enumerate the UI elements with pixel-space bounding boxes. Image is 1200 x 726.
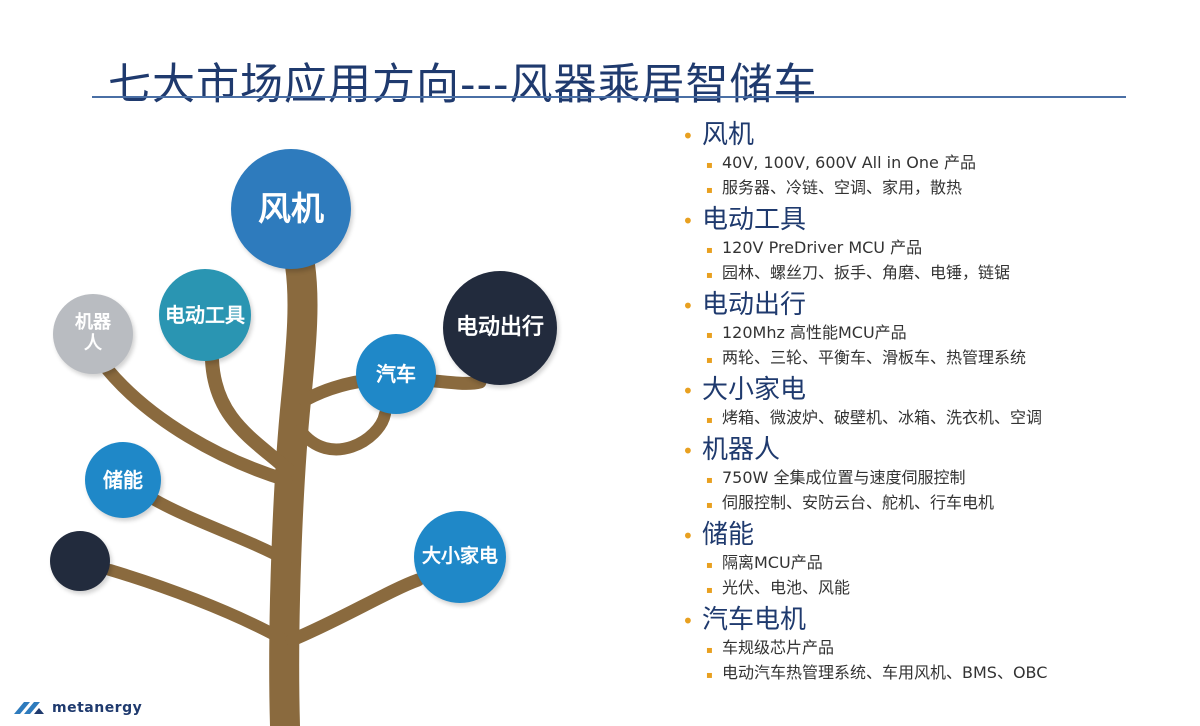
sub-bullet-icon: ▪	[706, 330, 713, 341]
page-title: 七大市场应用方向---风器乘居智储车	[108, 60, 818, 110]
sub-bullet-icon: ▪	[706, 585, 713, 596]
sub-bullet-icon: ▪	[706, 415, 713, 426]
sub-bullet-icon: ▪	[706, 185, 713, 196]
tree-node-appliance: 大小家电	[414, 511, 506, 603]
category-heading: • 储能	[682, 514, 1182, 550]
category-heading: • 汽车电机	[682, 599, 1182, 635]
category-heading: • 大小家电	[682, 369, 1182, 405]
category-block: • 机器人 ▪ 750W 全集成位置与速度伺服控制 ▪ 伺服控制、安防云台、舵机、行车电机	[682, 429, 1182, 514]
category-title: 储能	[702, 520, 755, 550]
category-item: ▪ 两轮、三轮、平衡车、滑板车、热管理系统	[682, 344, 1182, 369]
sub-bullet-icon: ▪	[706, 355, 713, 366]
category-item-text: 两轮、三轮、平衡车、滑板车、热管理系统	[722, 348, 1027, 367]
category-title: 大小家电	[702, 375, 807, 405]
tree-node-blank	[50, 531, 110, 591]
tree-node-fan: 风机	[231, 149, 351, 269]
category-item-text: 车规级芯片产品	[722, 638, 835, 657]
sub-bullet-icon: ▪	[706, 270, 713, 281]
tree-branch	[285, 573, 425, 647]
sub-bullet-icon: ▪	[706, 645, 713, 656]
tree-branch	[149, 494, 292, 566]
category-item: ▪ 车规级芯片产品	[682, 634, 1182, 659]
tree-diagram	[101, 250, 487, 726]
category-item-text: 光伏、电池、风能	[722, 578, 851, 597]
bullet-icon: •	[682, 124, 694, 148]
category-item: ▪ 烤箱、微波炉、破壁机、冰箱、洗衣机、空调	[682, 404, 1182, 429]
category-item-text: 120Mhz 高性能MCU产品	[722, 323, 907, 342]
sub-bullet-icon: ▪	[706, 670, 713, 681]
category-item: ▪ 750W 全集成位置与速度伺服控制	[682, 464, 1182, 489]
category-item: ▪ 120V PreDriver MCU 产品	[682, 234, 1182, 259]
tree-node-storage: 储能	[85, 442, 161, 518]
category-item: ▪ 电动汽车热管理系统、车用风机、BMS、OBC	[682, 659, 1182, 684]
category-item: ▪ 伺服控制、安防云台、舵机、行车电机	[682, 489, 1182, 514]
tree-branch	[205, 353, 295, 477]
category-item-text: 120V PreDriver MCU 产品	[722, 238, 923, 257]
sub-bullet-icon: ▪	[706, 245, 713, 256]
category-item: ▪ 光伏、电池、风能	[682, 574, 1182, 599]
bullet-icon: •	[682, 609, 694, 633]
tree-trunk	[269, 250, 318, 726]
category-block: • 汽车电机 ▪ 车规级芯片产品 ▪ 电动汽车热管理系统、车用风机、BMS、OBC	[682, 599, 1182, 684]
tree-node-label: 储能	[103, 467, 143, 492]
category-title: 电动工具	[702, 205, 807, 235]
category-title: 电动出行	[702, 290, 807, 320]
category-title: 风机	[702, 120, 755, 150]
tree-branches	[101, 250, 487, 726]
tree-node-tools: 电动工具	[159, 269, 251, 361]
bullet-icon: •	[682, 209, 694, 233]
category-item-text: 服务器、冷链、空调、家用，散热	[722, 178, 963, 197]
category-heading: • 机器人	[682, 429, 1182, 465]
tree-node-label: 机器人	[75, 312, 111, 354]
category-item: ▪ 隔离MCU产品	[682, 549, 1182, 574]
tree-branch	[294, 408, 391, 456]
tree-node-mobility: 电动出行	[443, 271, 557, 385]
category-item-text: 园林、螺丝刀、扳手、角磨、电锤，链锯	[722, 263, 1011, 282]
bullet-icon: •	[682, 439, 694, 463]
tree-node-label: 电动工具	[165, 302, 245, 327]
tree-node-car: 汽车	[356, 334, 436, 414]
tree-branch	[101, 363, 293, 487]
company-logo: metanergy	[12, 697, 142, 719]
category-item-text: 隔离MCU产品	[722, 553, 823, 572]
category-block: • 风机 ▪ 40V, 100V, 600V All in One 产品 ▪ 服务器、冷链…	[682, 114, 1182, 199]
category-block: • 电动工具 ▪ 120V PreDriver MCU 产品 ▪ 园林、螺丝刀、扳手、角磨…	[682, 199, 1182, 284]
category-item: ▪ 服务器、冷链、空调、家用，散热	[682, 174, 1182, 199]
category-item-text: 电动汽车热管理系统、车用风机、BMS、OBC	[722, 663, 1048, 682]
category-block: • 大小家电 ▪ 烤箱、微波炉、破壁机、冰箱、洗衣机、空调	[682, 369, 1182, 429]
tree-node-label: 电动出行	[455, 314, 544, 341]
category-heading: • 风机	[682, 114, 1182, 150]
category-item: ▪ 40V, 100V, 600V All in One 产品	[682, 149, 1182, 174]
category-item-text: 40V, 100V, 600V All in One 产品	[722, 153, 976, 172]
sub-bullet-icon: ▪	[706, 500, 713, 511]
category-heading: • 电动出行	[682, 284, 1182, 320]
category-block: • 电动出行 ▪ 120Mhz 高性能MCU产品 ▪ 两轮、三轮、平衡车、滑板车、热管理系…	[682, 284, 1182, 369]
bullet-icon: •	[682, 524, 694, 548]
title-underline	[92, 96, 1126, 98]
category-item: ▪ 园林、螺丝刀、扳手、角磨、电锤，链锯	[682, 259, 1182, 284]
tree-node-robot: 机器人	[53, 294, 133, 374]
category-item: ▪ 120Mhz 高性能MCU产品	[682, 319, 1182, 344]
tree-node-label: 风机	[258, 189, 324, 229]
sub-bullet-icon: ▪	[706, 475, 713, 486]
bullet-icon: •	[682, 294, 694, 318]
category-list: • 风机 ▪ 40V, 100V, 600V All in One 产品 ▪ 服务器、冷链…	[682, 114, 1182, 684]
category-item-text: 750W 全集成位置与速度伺服控制	[722, 468, 966, 487]
category-item-text: 烤箱、微波炉、破壁机、冰箱、洗衣机、空调	[722, 408, 1043, 427]
sub-bullet-icon: ▪	[706, 560, 713, 571]
metanergy-logo-icon	[14, 702, 44, 714]
tree-node-label: 汽车	[376, 361, 416, 386]
category-item-text: 伺服控制、安防云台、舵机、行车电机	[722, 493, 995, 512]
category-heading: • 电动工具	[682, 199, 1182, 235]
tree-branch	[104, 564, 290, 646]
category-title: 机器人	[702, 435, 781, 465]
bullet-icon: •	[682, 379, 694, 403]
logo-text: metanergy	[52, 700, 143, 716]
category-title: 汽车电机	[702, 605, 807, 635]
category-block: • 储能 ▪ 隔离MCU产品 ▪ 光伏、电池、风能	[682, 514, 1182, 599]
sub-bullet-icon: ▪	[706, 160, 713, 171]
tree-node-label: 大小家电	[421, 545, 498, 568]
